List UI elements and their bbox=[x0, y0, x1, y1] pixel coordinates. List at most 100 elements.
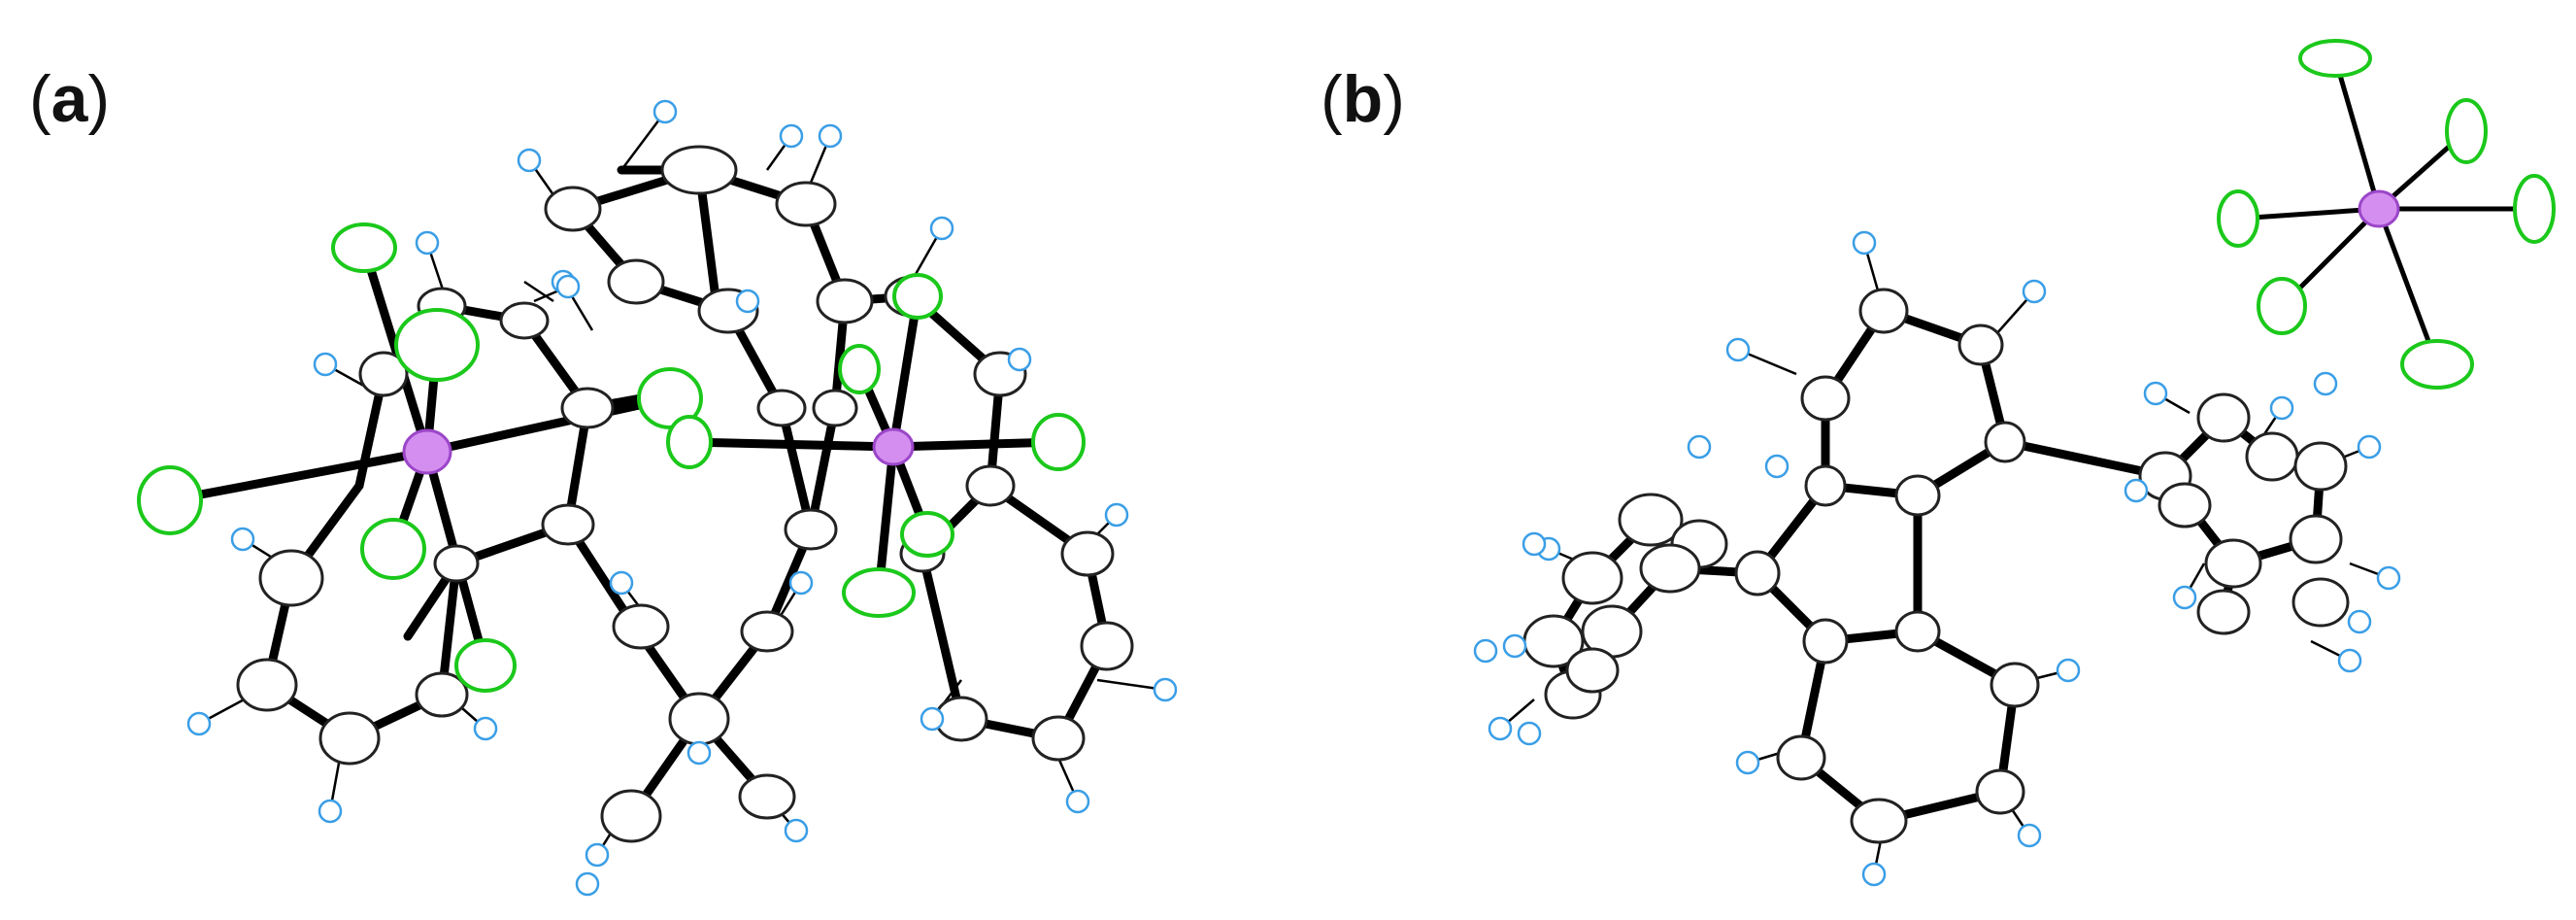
hydrogen-atom bbox=[1735, 750, 1760, 775]
panel-b-molecule bbox=[1473, 39, 2556, 887]
hydrogen-atom bbox=[1861, 862, 1887, 887]
carbon-atom bbox=[775, 181, 837, 227]
carbon-atom bbox=[1800, 375, 1851, 422]
carbon-atom bbox=[2196, 589, 2251, 635]
carbon-atom bbox=[812, 389, 858, 427]
panel-b-hydrogen-atoms bbox=[1473, 230, 2401, 887]
fluorine-atom bbox=[2257, 277, 2307, 335]
carbon-atom bbox=[1060, 530, 1115, 577]
carbon-atom bbox=[600, 789, 662, 843]
carbon-atom bbox=[433, 544, 480, 583]
fluorine-atom bbox=[137, 465, 203, 535]
fluorine-atom bbox=[360, 518, 426, 580]
panel-a-fluorine-atoms bbox=[137, 222, 1086, 693]
fluorine-atom bbox=[838, 344, 881, 394]
hydrogen-atom bbox=[1007, 347, 1032, 372]
hydrogen-atom bbox=[555, 274, 581, 299]
fluorine-atom bbox=[2400, 339, 2474, 390]
hydrogen-atom bbox=[735, 289, 760, 314]
carbon-atom bbox=[2245, 431, 2299, 482]
hydrogen-atom bbox=[473, 716, 498, 741]
carbon-atom bbox=[2204, 538, 2262, 589]
fluorine-atom bbox=[2513, 174, 2556, 244]
carbon-atom bbox=[1975, 768, 2025, 815]
carbon-atom bbox=[1639, 543, 1701, 594]
carbon-atom bbox=[1894, 610, 1941, 653]
carbon-atom bbox=[2293, 441, 2348, 492]
hydrogen-atom bbox=[929, 216, 954, 241]
panel-a-molecule bbox=[137, 99, 1178, 897]
hydrogen-atom bbox=[313, 352, 338, 377]
hydrogen-atom bbox=[818, 123, 843, 149]
hydrogen-atom bbox=[2017, 823, 2042, 848]
carbon-atom bbox=[965, 464, 1016, 507]
carbon-atom bbox=[2158, 482, 2212, 528]
hydrogen-atom bbox=[585, 842, 610, 868]
phosphorus-atom bbox=[2358, 189, 2400, 228]
fluorine-atom bbox=[2298, 39, 2372, 78]
hydrogen-atom bbox=[788, 570, 814, 596]
fluorine-atom bbox=[892, 273, 943, 320]
hydrogen-atom bbox=[186, 711, 212, 736]
carbon-atom bbox=[2289, 514, 2343, 564]
hydrogen-atom bbox=[2347, 609, 2372, 634]
carbon-atom bbox=[1618, 493, 1684, 547]
fluorine-atom bbox=[2445, 98, 2488, 164]
hydrogen-atom bbox=[1473, 638, 1498, 664]
carbon-atom bbox=[756, 389, 807, 427]
hydrogen-atom bbox=[318, 799, 343, 824]
hydrogen-atom bbox=[1488, 716, 1513, 741]
phosphorus-atom bbox=[872, 427, 915, 466]
hydrogen-atom bbox=[517, 148, 542, 173]
carbon-atom bbox=[1802, 618, 1849, 664]
hydrogen-atom bbox=[2172, 585, 2197, 610]
panel-a-phosphorus-atoms bbox=[402, 427, 915, 475]
hydrogen-atom bbox=[230, 527, 255, 552]
hydrogen-atom bbox=[686, 740, 712, 766]
hydrogen-atom bbox=[1522, 531, 1547, 557]
fluorine-atom bbox=[666, 415, 713, 469]
carbon-atom bbox=[258, 549, 324, 607]
hydrogen-atom bbox=[1502, 633, 1527, 659]
fluorine-atom bbox=[331, 222, 397, 273]
fluorine-atom bbox=[394, 308, 480, 382]
fluorine-atom bbox=[2217, 189, 2259, 248]
carbon-atom bbox=[1561, 551, 1623, 605]
hydrogen-atom bbox=[1104, 502, 1129, 528]
hydrogen-atom bbox=[2124, 478, 2149, 503]
carbon-atom bbox=[1080, 621, 1134, 671]
carbon-atom bbox=[2292, 577, 2350, 628]
carbon-atom bbox=[1776, 734, 1826, 781]
carbon-atom bbox=[1894, 474, 1941, 517]
carbon-atom bbox=[415, 671, 469, 718]
hydrogen-atom bbox=[575, 871, 600, 897]
carbon-atom bbox=[1565, 647, 1620, 694]
carbon-atom bbox=[236, 658, 298, 712]
phosphorus-atom bbox=[402, 428, 452, 475]
fluorine-atom bbox=[900, 511, 954, 558]
hydrogen-atom bbox=[920, 706, 945, 732]
hydrogen-atom bbox=[2376, 565, 2401, 591]
hydrogen-atom bbox=[652, 99, 678, 124]
carbon-atom bbox=[1804, 464, 1847, 507]
carbon-atom bbox=[541, 503, 595, 546]
hydrogen-atom bbox=[1065, 789, 1090, 814]
hydrogen-atom bbox=[779, 123, 804, 149]
carbon-atom bbox=[544, 186, 602, 232]
fluorine-atom bbox=[842, 567, 916, 618]
carbon-atom bbox=[1858, 288, 1909, 334]
carbon-atom bbox=[358, 351, 409, 397]
carbon-atom bbox=[660, 145, 738, 195]
hydrogen-atom bbox=[415, 230, 440, 256]
hydrogen-atom bbox=[609, 570, 634, 596]
carbon-atom bbox=[1031, 715, 1086, 762]
hydrogen-atom bbox=[1153, 677, 1178, 702]
panel-a-hydrogen-atoms bbox=[186, 99, 1178, 897]
carbon-atom bbox=[1734, 550, 1781, 596]
carbon-atom bbox=[2196, 392, 2251, 443]
carbon-atom bbox=[784, 508, 838, 551]
carbon-atom bbox=[1957, 324, 2004, 366]
carbon-atom bbox=[1850, 798, 1908, 844]
carbon-atom bbox=[607, 258, 665, 305]
